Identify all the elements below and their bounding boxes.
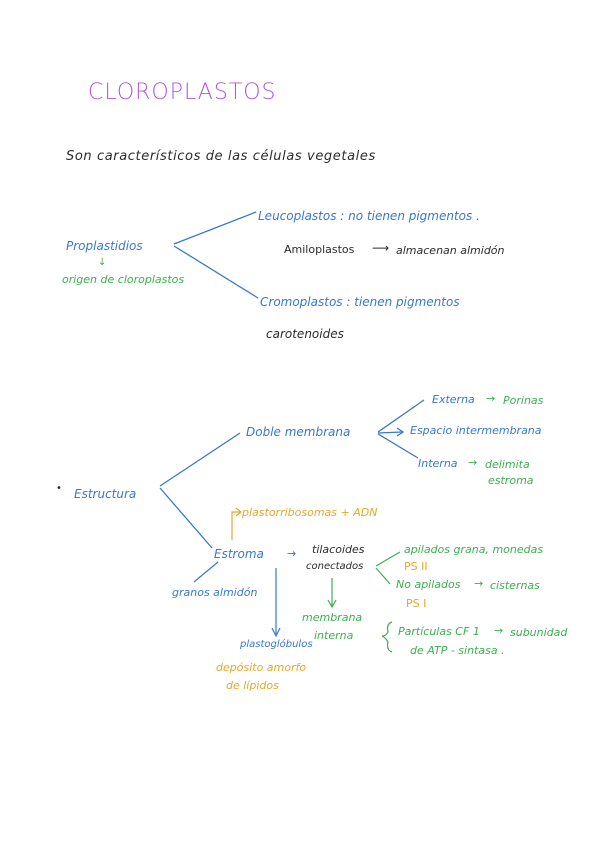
amiloplastos-arrow: ⟶ (372, 241, 390, 255)
granos-almidon-label: granos almidón (172, 586, 258, 599)
interna-label: Interna (418, 457, 458, 470)
interna-note: interna (314, 629, 354, 642)
arrow-to-plastoglobulos-head (271, 627, 281, 638)
lipidos-label: de lípidos (226, 679, 279, 692)
bullet: • (56, 483, 62, 494)
brace-particulas (381, 621, 393, 653)
arrow-to-membrana-head (327, 599, 337, 609)
proplastidios-label: Proplastidios (66, 239, 143, 253)
estructura-label: Estructura (74, 487, 137, 501)
cisternas-label: cisternas (490, 579, 540, 592)
proplastidios-arrow: ↓ (98, 257, 107, 268)
espacio-intermembrana-label: Espacio intermembrana (410, 424, 542, 437)
externa-arrow: → (486, 392, 496, 405)
arrow-espacio-head (396, 427, 405, 437)
branch-line-no-apilados (375, 567, 391, 585)
no-apilados-arrow: → (474, 577, 484, 590)
cromoplastos-label: Cromoplastos : tienen pigmentos (260, 295, 460, 309)
estroma-label: Estroma (214, 547, 264, 561)
psii-label: PS II (404, 560, 428, 573)
arrow-espacio (377, 431, 403, 434)
branch-line-estroma (159, 487, 213, 549)
plastoglobulos-label: plastoglóbulos (240, 639, 313, 650)
externa-label: Externa (432, 393, 475, 406)
atp-sintasa-label: de ATP - sintasa . (410, 644, 505, 657)
estroma-arrow: → (287, 547, 297, 560)
doble-membrana-label: Doble membrana (246, 425, 351, 439)
plastorribosomas-label: plastorribosomas + ADN (242, 506, 378, 519)
particulas-arrow: → (494, 624, 504, 637)
orange-bracket (231, 511, 240, 540)
page-title: CLOROPLASTOS (88, 80, 277, 105)
estroma-note: estroma (488, 474, 534, 487)
amiloplastos-label: Amiloplastos (284, 243, 355, 256)
no-apilados-label: No apilados (396, 578, 461, 591)
branch-line-leucoplastos (173, 211, 257, 245)
tilacoides-label: tilacoides (312, 543, 365, 556)
deposito-label: depósito amorfo (216, 661, 307, 674)
subtitle: Son característicos de las células veget… (66, 149, 376, 164)
branch-line-interna (377, 433, 419, 459)
delimita-label: delimita (485, 458, 530, 471)
membrana-label: membrana (302, 611, 363, 624)
orange-bracket-head (235, 507, 242, 517)
particulas-label: Partículas CF 1 (398, 625, 480, 638)
porinas-label: Porinas (503, 394, 544, 407)
interna-arrow: → (468, 456, 478, 469)
leucoplastos-label: Leucoplastos : no tienen pigmentos . (258, 209, 480, 223)
apilados-label: apilados grana, monedas (404, 543, 544, 556)
carotenoides-label: carotenoides (266, 327, 344, 341)
subunidad-label: subunidad (510, 626, 568, 639)
branch-line-granos (193, 561, 219, 583)
branch-line-cromoplastos (173, 245, 259, 299)
psi-label: PS I (406, 597, 427, 610)
origen-note: origen de cloroplastos (62, 273, 185, 286)
almacenan-almidon: almacenan almidón (396, 244, 505, 257)
branch-line-doble-membrana (159, 432, 241, 487)
branch-line-apilados (375, 551, 401, 567)
conectados-label: conectados (306, 561, 364, 572)
